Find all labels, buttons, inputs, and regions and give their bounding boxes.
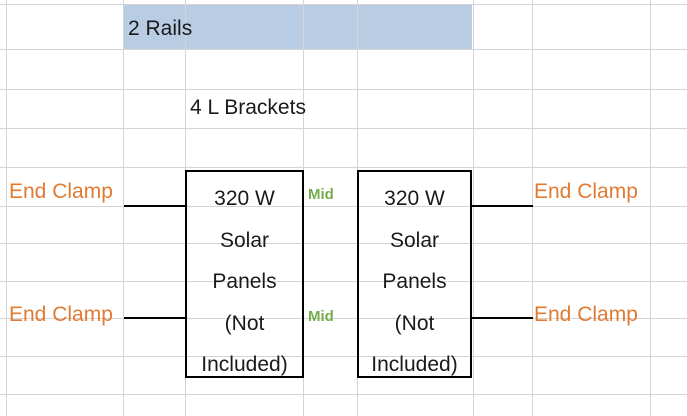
gridline-horizontal bbox=[0, 281, 687, 282]
label-end-clamp-top-right: End Clamp bbox=[534, 180, 638, 203]
right-solar-panel: 320 W Solar Panels (Not Included) bbox=[357, 170, 472, 378]
gridline-vertical bbox=[6, 0, 7, 416]
label-mid-clamp-bottom: Mid bbox=[308, 308, 334, 325]
label-mid-clamp-top: Mid bbox=[308, 186, 334, 203]
gridline-horizontal bbox=[0, 243, 687, 244]
connector-bottom-left bbox=[124, 317, 186, 319]
panel-line: Panels bbox=[382, 270, 447, 293]
gridline-horizontal bbox=[0, 4, 687, 5]
panel-line: Solar bbox=[219, 228, 270, 252]
label-l-brackets: 4 L Brackets bbox=[190, 96, 306, 119]
left-solar-panel: 320 W Solar Panels (Not Included) bbox=[185, 170, 304, 378]
gridline-vertical bbox=[650, 0, 651, 416]
panel-line: Panels bbox=[212, 270, 277, 293]
gridline-horizontal bbox=[0, 128, 687, 129]
rails-highlight-fill bbox=[123, 5, 472, 50]
connector-bottom-right bbox=[471, 317, 533, 319]
gridline-horizontal bbox=[0, 356, 687, 357]
panel-line: (Not bbox=[394, 311, 435, 335]
label-end-clamp-bottom-right: End Clamp bbox=[534, 303, 638, 326]
label-rails: 2 Rails bbox=[128, 17, 193, 40]
label-end-clamp-top-left: End Clamp bbox=[9, 180, 113, 203]
gridline-vertical bbox=[123, 0, 124, 416]
gridline-horizontal bbox=[0, 167, 687, 168]
gridline-horizontal bbox=[0, 89, 687, 90]
panel-line: Included) bbox=[201, 353, 288, 376]
panel-line: (Not bbox=[224, 311, 265, 335]
panel-line: Solar bbox=[389, 228, 440, 252]
connector-top-right bbox=[471, 205, 533, 207]
panel-line: 320 W bbox=[214, 187, 275, 210]
gridline-vertical bbox=[532, 0, 533, 416]
gridline-horizontal bbox=[0, 206, 687, 207]
gridline-horizontal bbox=[0, 49, 687, 50]
gridline-horizontal bbox=[0, 318, 687, 319]
gridline-horizontal bbox=[0, 394, 687, 395]
gridline-vertical bbox=[473, 0, 474, 416]
panel-line: 320 W bbox=[384, 187, 445, 210]
label-end-clamp-bottom-left: End Clamp bbox=[9, 303, 113, 326]
connector-top-left bbox=[124, 205, 186, 207]
panel-line: Included) bbox=[371, 353, 458, 376]
